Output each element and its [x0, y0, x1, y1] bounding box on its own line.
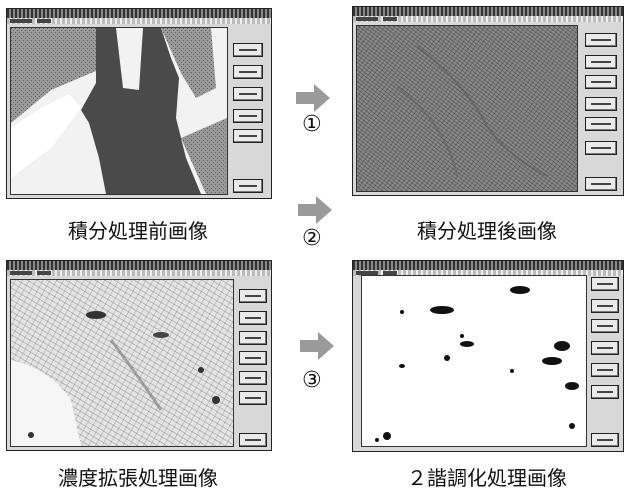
caption-after-integration: 積分処理後画像 [417, 219, 557, 243]
panel-button-3[interactable] [233, 87, 263, 101]
panel-button-4[interactable] [585, 97, 617, 111]
panel-button-6[interactable] [585, 141, 617, 155]
binary-blobs [375, 286, 579, 442]
panel-button-7[interactable] [591, 433, 619, 447]
panel-button-7[interactable] [585, 177, 617, 191]
window-titlebar [353, 7, 623, 16]
screenshot-contrast-stretch [6, 260, 272, 451]
panel-button-4[interactable] [591, 341, 619, 355]
window-titlebar [353, 261, 623, 270]
panel-button-2[interactable] [233, 65, 263, 79]
panel-button-3[interactable] [239, 331, 267, 345]
window-titlebar [7, 9, 271, 18]
panel-button-1[interactable] [233, 43, 263, 57]
screenshot-binarization [352, 260, 624, 452]
panel-button-2[interactable] [591, 299, 619, 313]
panel-button-6[interactable] [239, 391, 267, 405]
window-titlebar [7, 261, 271, 270]
right-arrow-icon [298, 196, 332, 224]
panel-button-1[interactable] [585, 33, 617, 47]
panel-button-5[interactable] [239, 371, 267, 385]
window-menubar [353, 16, 623, 22]
finger-image [11, 28, 227, 194]
integrated-texture [396, 45, 548, 177]
panel-button-1[interactable] [239, 289, 267, 303]
image-canvas [356, 25, 578, 192]
panel-button-6[interactable] [233, 179, 263, 193]
window-menubar [7, 18, 271, 24]
caption-contrast-stretch: 濃度拡張処理画像 [58, 466, 218, 490]
caption-before-integration: 積分処理前画像 [68, 219, 208, 243]
panel-button-4[interactable] [239, 351, 267, 365]
image-canvas [361, 275, 587, 447]
screenshot-after-integration [352, 6, 624, 196]
panel-button-6[interactable] [591, 385, 619, 399]
step-2-label: ② [302, 226, 322, 251]
panel-button-5[interactable] [591, 363, 619, 377]
panel-button-2[interactable] [239, 311, 267, 325]
panel-button-3[interactable] [591, 319, 619, 333]
window-menubar [7, 270, 271, 276]
screenshot-before-integration [6, 8, 272, 199]
panel-button-4[interactable] [233, 109, 263, 123]
panel-button-5[interactable] [585, 117, 617, 131]
panel-button-3[interactable] [585, 75, 617, 89]
panel-button-1[interactable] [591, 277, 619, 291]
panel-button-5[interactable] [233, 129, 263, 143]
stretched-texture [11, 311, 220, 446]
step-1-label: ① [302, 112, 322, 137]
panel-button-7[interactable] [239, 433, 267, 447]
image-canvas [10, 27, 228, 195]
step-3-label: ③ [302, 368, 322, 393]
image-canvas [10, 279, 234, 447]
window-menubar [353, 270, 623, 276]
right-arrow-icon [296, 84, 330, 112]
right-arrow-icon [300, 332, 334, 360]
panel-button-2[interactable] [585, 55, 617, 69]
caption-binarization: ２諧調化処理画像 [407, 466, 567, 490]
